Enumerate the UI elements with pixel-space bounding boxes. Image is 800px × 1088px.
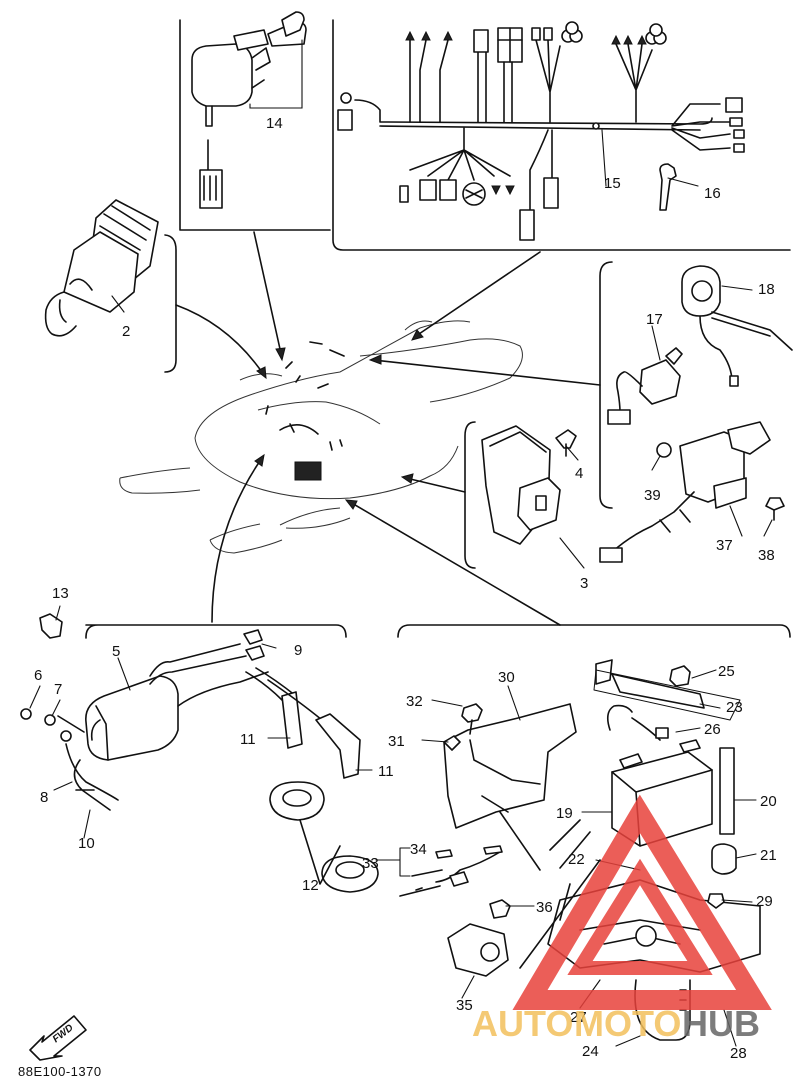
fwd-arrow: FWD (29, 1015, 87, 1061)
callout-9: 9 (294, 642, 302, 659)
snowmobile-outline (119, 320, 523, 554)
callout-29: 29 (756, 893, 773, 910)
callout-25: 25 (718, 663, 735, 680)
callout-7: 7 (54, 681, 62, 698)
callout-32: 32 (406, 693, 423, 710)
callout-11-right: 11 (378, 763, 394, 780)
callout-2: 2 (122, 323, 130, 340)
relay-assembly-part-37 (599, 421, 785, 563)
group-brackets (85, 19, 791, 639)
callout-4: 4 (575, 465, 583, 482)
automotohub-watermark: AUTO MOTO HUB (472, 794, 772, 1044)
callout-labels: 2 3 4 5 6 7 8 9 10 11 11 12 13 14 15 16 … (34, 115, 777, 1062)
callout-37: 37 (716, 537, 733, 554)
watermark-text-auto: AUTO (472, 1003, 573, 1044)
callout-20: 20 (760, 793, 777, 810)
callout-21: 21 (760, 847, 777, 864)
callout-28: 28 (730, 1045, 747, 1062)
watermark-triangle-inner (567, 858, 713, 975)
callout-27: 27 (570, 1009, 587, 1026)
watermark-triangle-outer (512, 794, 772, 1010)
callout-12: 12 (302, 877, 319, 894)
cdi-unit-part-2 (44, 199, 159, 337)
callout-31: 31 (388, 733, 405, 750)
drawing-number: 88E100-1370 (18, 1064, 102, 1079)
callout-24: 24 (582, 1043, 599, 1060)
spark-plug-caps-part-11 (245, 667, 379, 893)
callout-22: 22 (568, 851, 585, 868)
callout-10: 10 (78, 835, 95, 852)
handlebar-switch-part-18 (681, 265, 793, 387)
callout-15: 15 (604, 175, 621, 192)
watermark-text-hub: HUB (682, 1003, 760, 1044)
ignition-coil-part-5 (20, 613, 269, 811)
callout-14: 14 (266, 115, 283, 132)
callout-11-left: 11 (240, 731, 256, 748)
main-switch-part-14 (191, 11, 307, 209)
callout-16: 16 (704, 185, 721, 202)
callout-23: 23 (726, 699, 743, 716)
voltage-regulator-part-3 (481, 425, 577, 545)
callout-3: 3 (580, 575, 588, 592)
brake-switch-part-17 (607, 347, 683, 425)
callout-26: 26 (704, 721, 721, 738)
callout-36: 36 (536, 899, 553, 916)
wire-harness-part-15 (337, 21, 745, 241)
callout-39: 39 (644, 487, 661, 504)
callout-34: 34 (410, 841, 427, 858)
screw-part-16 (659, 163, 677, 211)
callout-33: 33 (362, 855, 379, 872)
callout-35: 35 (456, 997, 473, 1014)
watermark-text-moto: MOTO (574, 1003, 681, 1044)
callout-13: 13 (52, 585, 69, 602)
battery-assembly (399, 659, 761, 1041)
callout-8: 8 (40, 789, 48, 806)
callout-30: 30 (498, 669, 515, 686)
callout-18: 18 (758, 281, 775, 298)
callout-5: 5 (112, 643, 120, 660)
callout-19: 19 (556, 805, 573, 822)
callout-17: 17 (646, 311, 663, 328)
callout-6: 6 (34, 667, 42, 684)
leader-arrows (175, 231, 601, 626)
callout-38: 38 (758, 547, 775, 564)
